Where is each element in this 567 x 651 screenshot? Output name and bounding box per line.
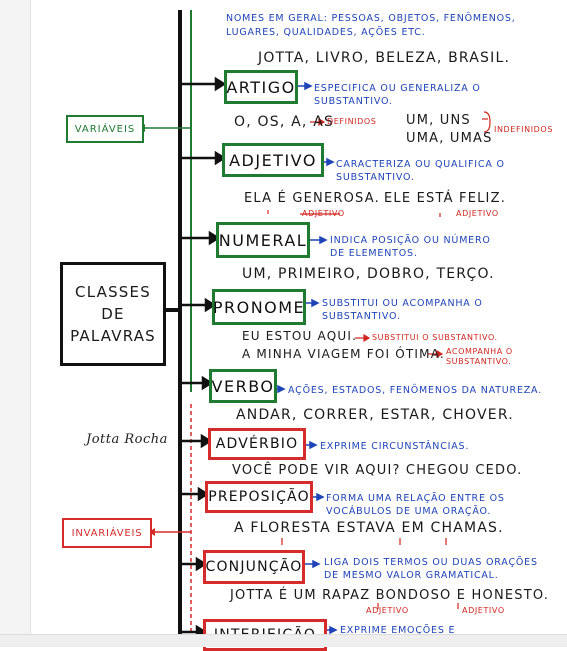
verbo-desc-1: AÇÕES, ESTADOS, FENÔMENOS DA NATUREZA.	[288, 385, 543, 396]
artigo-indefinidos-note: INDEFINIDOS	[494, 125, 553, 134]
artigo-definidos-note: DEFINIDOS	[327, 117, 377, 126]
conjuncao-desc-2: DE MESMO VALOR GRAMATICAL.	[324, 570, 499, 581]
center-box-line-1: CLASSES	[75, 283, 151, 301]
preposicao-desc-2: VOCÁBULOS DE UMA ORAÇÃO.	[326, 506, 492, 517]
pronome-desc-2: SUBSTANTIVO.	[322, 311, 401, 322]
interjeicao-desc-1: EXPRIME EMOÇÕES E	[340, 625, 456, 636]
pronome-desc-1: SUBSTITUI OU ACOMPANHA O	[322, 298, 483, 309]
preposicao-desc-1: FORMA UMA RELAÇÃO ENTRE OS	[326, 493, 505, 504]
pronome-example-2: A MINHA VIAGEM FOI ÓTIMA.	[242, 347, 445, 361]
example-verbo: ANDAR, CORRER, ESTAR, CHOVER.	[236, 407, 514, 423]
center-box-line-2: DE	[101, 305, 125, 323]
pronome-note-2a: ACOMPANHA O	[446, 347, 513, 356]
conjuncao-note-1: ADJETIVO	[366, 606, 409, 615]
top-note-line-2: LUGARES, QUALIDADES, AÇÕES ETC.	[226, 27, 426, 38]
class-box-verbo: VERBO	[209, 369, 277, 403]
adverbio-desc-1: EXPRIME CIRCUNSTÂNCIAS.	[320, 441, 470, 452]
artigo-desc-1: ESPECIFICA OU GENERALIZA O	[314, 83, 481, 94]
artigo-definidos: O, OS, A, AS	[234, 114, 335, 130]
example-adverbio: VOCÊ PODE VIR AQUI? CHEGOU CEDO.	[232, 463, 523, 478]
class-box-artigo: ARTIGO	[224, 70, 298, 104]
class-box-conjuncao: CONJUNÇÃO	[203, 550, 305, 584]
artigo-desc-2: SUBSTANTIVO.	[314, 96, 393, 107]
adjetivo-note-2: ADJETIVO	[456, 209, 499, 218]
variaveis-label: VARIÁVEIS	[74, 123, 136, 135]
signature: Jotta Rocha	[86, 432, 168, 447]
numeral-desc-2: DE ELEMENTOS.	[330, 248, 418, 259]
invariaveis-label: INVARIÁVEIS	[71, 527, 143, 539]
adjetivo-example-2: ELE ESTÁ FELIZ.	[384, 191, 507, 206]
class-box-numeral: NUMERAL	[216, 222, 310, 258]
center-box: CLASSES DE PALAVRAS	[60, 262, 166, 366]
bottom-bar	[0, 634, 567, 647]
example-substantivo: JOTTA, LIVRO, BELEZA, BRASIL.	[258, 50, 511, 66]
pronome-note-1: SUBSTITUI O SUBSTANTIVO.	[372, 333, 498, 342]
variaveis-box: VARIÁVEIS	[66, 115, 144, 143]
example-conjuncao: JOTTA É UM RAPAZ BONDOSO E HONESTO.	[230, 588, 550, 603]
class-box-adverbio: ADVÉRBIO	[208, 428, 306, 460]
adjetivo-note-1: ADJETIVO	[302, 209, 345, 218]
invariaveis-box: INVARIÁVEIS	[62, 518, 152, 548]
adjetivo-example-1: ELA É GENEROSA.	[244, 191, 380, 206]
pronome-example-1: EU ESTOU AQUI.	[242, 329, 358, 343]
class-box-adjetivo: ADJETIVO	[222, 143, 324, 177]
artigo-indefinidos-1: UM, UNS	[406, 113, 471, 128]
adjetivo-desc-2: SUBSTANTIVO.	[336, 172, 415, 183]
artigo-indefinidos-2: UMA, UMAS	[406, 131, 493, 146]
example-numeral: UM, PRIMEIRO, DOBRO, TERÇO.	[242, 266, 495, 282]
center-box-line-3: PALAVRAS	[70, 327, 156, 345]
top-note-line-1: NOMES EM GERAL: PESSOAS, OBJETOS, FENÔME…	[226, 13, 516, 24]
adjetivo-desc-1: CARACTERIZA OU QUALIFICA O	[336, 159, 505, 170]
conjuncao-note-2: ADJETIVO	[462, 606, 505, 615]
example-preposicao: A FLORESTA ESTAVA EM CHAMAS.	[234, 520, 504, 536]
class-box-preposicao: PREPOSIÇÃO	[205, 481, 313, 513]
left-panel	[0, 0, 31, 646]
pronome-note-2b: SUBSTANTIVO.	[446, 357, 512, 366]
numeral-desc-1: INDICA POSIÇÃO OU NÚMERO	[330, 235, 491, 246]
conjuncao-desc-1: LIGA DOIS TERMOS OU DUAS ORAÇÕES	[324, 557, 538, 568]
class-box-pronome: PRONOME	[212, 289, 306, 325]
